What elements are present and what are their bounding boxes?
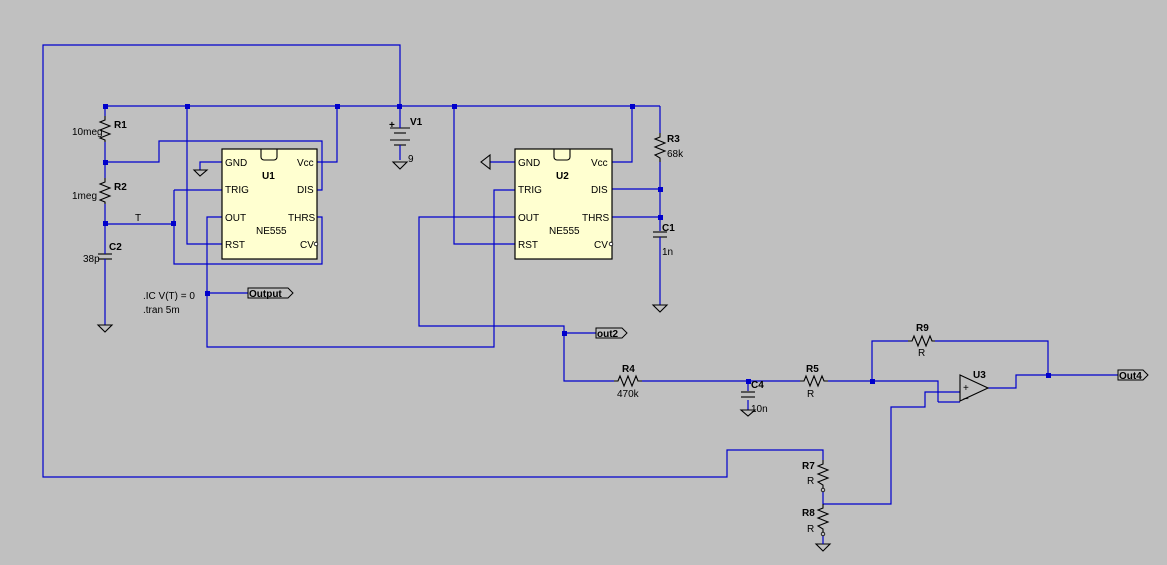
ground-icon — [651, 304, 669, 313]
v1-ref: V1 — [410, 117, 423, 128]
r8-ref: R8 — [802, 508, 815, 519]
u2-pin-cv: CV — [594, 240, 608, 251]
resistor-r5[interactable]: R5 R — [800, 364, 828, 400]
u1-pin-rst: RST — [225, 240, 245, 251]
wires — [42, 44, 1118, 540]
resistor-r3[interactable]: R3 68k — [653, 133, 684, 162]
net-flag-out4[interactable]: Out4 — [1117, 369, 1149, 382]
svg-text:+: + — [963, 383, 969, 394]
ground-icon — [391, 161, 409, 170]
u2-pin-dis: DIS — [591, 185, 608, 196]
r1-ref: R1 — [114, 120, 127, 131]
directive-tran[interactable]: .tran 5m — [143, 305, 180, 316]
ground-symbols — [96, 153, 832, 552]
r7-ref: R7 — [802, 461, 815, 472]
c2-value: 38p — [83, 254, 100, 265]
r4-value: 470k — [617, 389, 640, 400]
c4-value: 10n — [751, 404, 768, 415]
resistor-r9[interactable]: R9 R — [908, 323, 935, 359]
u1-pin-trig: TRIG — [225, 185, 249, 196]
resistor-r1[interactable]: R1 10meg — [72, 116, 127, 142]
v1-value: 9 — [408, 154, 414, 165]
ground-icon — [192, 169, 209, 177]
v1-plus-sign: + — [389, 120, 395, 131]
u2-pin-trig: TRIG — [518, 185, 542, 196]
net-flag-output[interactable]: Output — [247, 287, 294, 300]
u1-ref: U1 — [262, 171, 275, 182]
u2-pin-vcc: Vcc — [591, 158, 608, 169]
u2-pin-gnd: GND — [518, 158, 540, 169]
c2-ref: C2 — [109, 242, 122, 253]
r3-value: 68k — [667, 149, 684, 160]
ic-u1[interactable]: GND Vcc TRIG DIS OUT THRS RST CV U1 NE55… — [221, 148, 319, 260]
u1-model: NE555 — [256, 226, 287, 237]
u1-pin-cv: CV — [300, 240, 314, 251]
u1-pin-gnd: GND — [225, 158, 247, 169]
u1-pin-thrs: THRS — [288, 213, 316, 224]
u3-ref: U3 — [973, 370, 986, 381]
r8-value: R — [807, 524, 814, 535]
u2-model: NE555 — [549, 226, 580, 237]
r2-ref: R2 — [114, 182, 127, 193]
net-flag-out2-label: out2 — [597, 329, 619, 340]
r9-ref: R9 — [916, 323, 929, 334]
c4-ref: C4 — [751, 380, 764, 391]
capacitor-c1[interactable]: C1 1n — [653, 223, 675, 258]
net-labels: T Output out2 Out4 — [135, 213, 1149, 382]
capacitor-c4[interactable]: C4 10n — [741, 380, 768, 415]
u1-pin-out: OUT — [225, 213, 246, 224]
resistor-r4[interactable]: R4 470k — [614, 364, 642, 400]
directive-ic[interactable]: .IC V(T) = 0 — [143, 291, 195, 302]
resistor-r7[interactable]: R7 R — [802, 460, 830, 493]
r3-ref: R3 — [667, 134, 680, 145]
u2-pin-rst: RST — [518, 240, 538, 251]
u2-pin-out: OUT — [518, 213, 539, 224]
ic-u2[interactable]: GND Vcc TRIG DIS OUT THRS RST CV U2 NE55… — [514, 148, 614, 260]
spice-directives[interactable]: .IC V(T) = 0 .tran 5m — [143, 291, 195, 316]
ground-icon — [96, 324, 114, 333]
r7-value: R — [807, 476, 814, 487]
net-flag-output-label: Output — [249, 289, 282, 300]
r4-ref: R4 — [622, 364, 635, 375]
net-flag-out2[interactable]: out2 — [595, 327, 628, 340]
voltage-source-v1[interactable]: + V1 9 — [389, 117, 423, 165]
resistor-r2[interactable]: R2 1meg — [72, 178, 127, 204]
resistor-r8[interactable]: R8 R — [802, 504, 830, 537]
ground-icon — [480, 153, 491, 171]
opamp-u3[interactable]: + − U3 — [959, 370, 990, 405]
u2-ref: U2 — [556, 171, 569, 182]
r9-value: R — [918, 348, 925, 359]
r5-value: R — [807, 389, 814, 400]
r1-value: 10meg — [72, 127, 103, 138]
c1-ref: C1 — [662, 223, 675, 234]
u2-pin-thrs: THRS — [582, 213, 610, 224]
net-flag-out4-label: Out4 — [1119, 371, 1142, 382]
ground-icon — [739, 409, 757, 417]
c1-value: 1n — [662, 247, 673, 258]
r5-ref: R5 — [806, 364, 819, 375]
junction-dots — [103, 104, 1051, 384]
capacitor-c2[interactable]: C2 38p — [83, 242, 122, 265]
svg-text:−: − — [963, 394, 969, 405]
net-label-t: T — [135, 213, 141, 224]
ground-icon — [814, 543, 832, 552]
r2-value: 1meg — [72, 191, 97, 202]
u1-pin-vcc: Vcc — [297, 158, 314, 169]
u1-pin-dis: DIS — [297, 185, 314, 196]
